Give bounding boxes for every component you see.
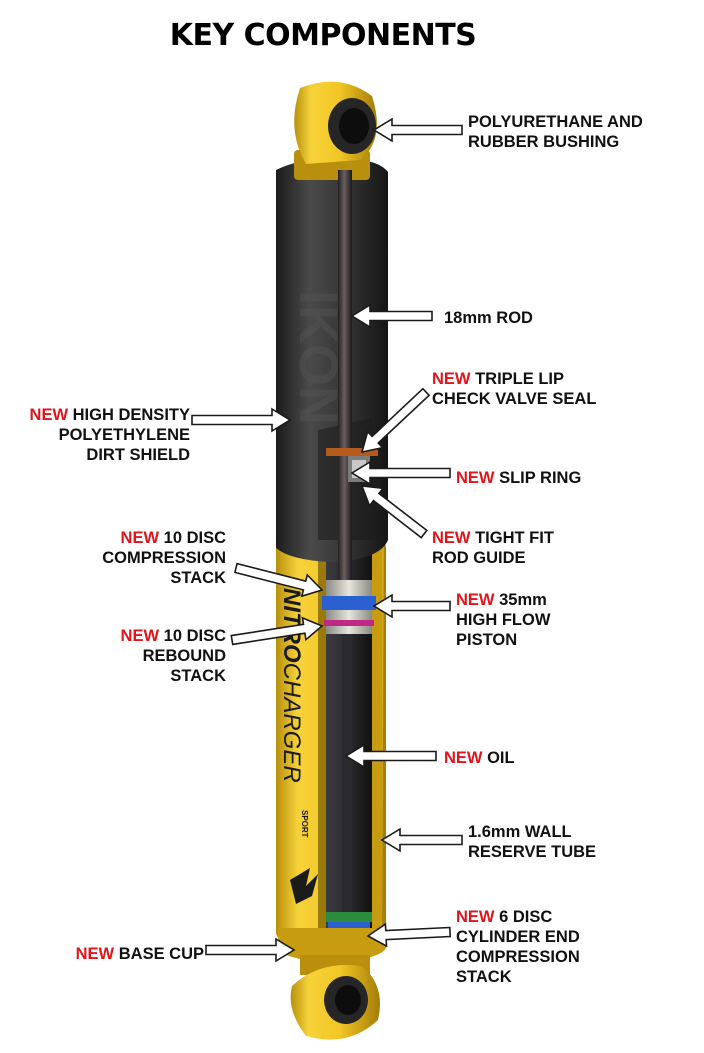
label-line: NEW HIGH DENSITY <box>30 405 190 425</box>
arrow-dirt-shield <box>192 409 290 431</box>
arrow-oil <box>346 745 436 767</box>
arrow-slip-ring <box>352 462 450 484</box>
label-line: RESERVE TUBE <box>468 842 596 862</box>
label-text: 6 DISC <box>499 908 552 926</box>
label-line: 18mm ROD <box>444 308 533 328</box>
label-text: 10 DISC <box>164 529 226 547</box>
label-line: COMPRESSION <box>456 947 580 967</box>
label-line: NEW 10 DISC <box>102 528 226 548</box>
arrow-bushing <box>374 119 462 141</box>
arrow-rod <box>352 305 432 327</box>
piston-rod <box>338 170 352 590</box>
new-tag: NEW <box>121 627 160 645</box>
arrow-cylinder-end <box>368 924 450 946</box>
label-rod: 18mm ROD <box>444 308 533 328</box>
label-text: SLIP RING <box>499 469 581 487</box>
label-line: NEW TRIPLE LIP <box>432 369 596 389</box>
label-line: CHECK VALVE SEAL <box>432 389 596 409</box>
label-line: POLYETHYLENE <box>30 425 190 445</box>
svg-text:SPORT: SPORT <box>300 810 309 838</box>
new-tag: NEW <box>456 469 495 487</box>
label-text: OIL <box>487 749 515 767</box>
label-base-cup: NEW BASE CUP <box>76 944 204 964</box>
piston-assembly <box>322 580 376 634</box>
new-tag: NEW <box>456 591 495 609</box>
label-text: TRIPLE LIP <box>475 370 564 388</box>
label-line: CYLINDER END <box>456 927 580 947</box>
label-line: NEW SLIP RING <box>456 468 581 488</box>
label-line: DIRT SHIELD <box>30 445 190 465</box>
label-line: RUBBER BUSHING <box>468 132 643 152</box>
new-tag: NEW <box>76 945 115 963</box>
label-line: COMPRESSION <box>102 548 226 568</box>
label-text: 10 DISC <box>164 627 226 645</box>
arrow-reserve-tube <box>382 829 462 851</box>
new-tag: NEW <box>432 529 471 547</box>
label-line: PISTON <box>456 630 550 650</box>
inner-rod-lower <box>342 634 352 914</box>
label-text: BASE CUP <box>119 945 204 963</box>
label-line: HIGH FLOW <box>456 610 550 630</box>
new-tag: NEW <box>444 749 483 767</box>
new-tag: NEW <box>121 529 160 547</box>
label-line: POLYURETHANE AND <box>468 112 643 132</box>
svg-text:NITROCHARGER: NITROCHARGER <box>278 588 305 783</box>
label-line: NEW 35mm <box>456 590 550 610</box>
bottom-mount <box>278 928 386 1040</box>
label-line: REBOUND <box>121 646 226 666</box>
label-text: TIGHT FIT <box>475 529 554 547</box>
label-line: NEW OIL <box>444 748 515 768</box>
label-line: NEW TIGHT FIT <box>432 528 554 548</box>
arrow-piston <box>374 595 450 617</box>
top-mount <box>294 82 377 180</box>
arrow-base-cup <box>206 939 294 961</box>
new-tag: NEW <box>30 406 69 424</box>
label-oil: NEW OIL <box>444 748 515 768</box>
new-tag: NEW <box>456 908 495 926</box>
label-line: STACK <box>121 666 226 686</box>
label-line: 1.6mm WALL <box>468 822 596 842</box>
label-text: HIGH DENSITY <box>73 406 190 424</box>
label-line: NEW BASE CUP <box>76 944 204 964</box>
label-line: NEW 10 DISC <box>121 626 226 646</box>
label-line: ROD GUIDE <box>432 548 554 568</box>
label-slip-ring: NEW SLIP RING <box>456 468 581 488</box>
label-line: NEW 6 DISC <box>456 907 580 927</box>
label-text: 35mm <box>499 591 547 609</box>
new-tag: NEW <box>432 370 471 388</box>
label-line: STACK <box>456 967 580 987</box>
label-line: STACK <box>102 568 226 588</box>
